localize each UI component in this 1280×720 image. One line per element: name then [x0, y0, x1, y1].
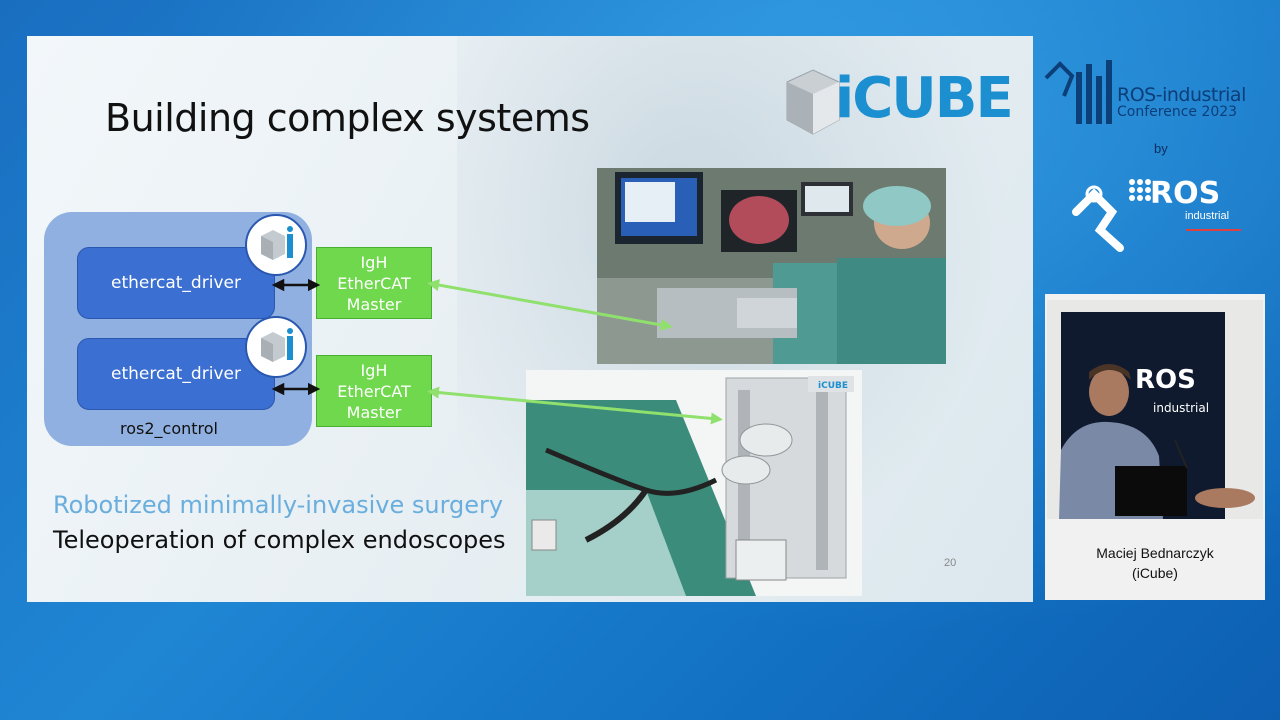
ros2-control-label: ros2_control	[120, 419, 218, 438]
driver-label: ethercat_driver	[111, 364, 241, 384]
speaker-organization: (iCube)	[1132, 565, 1178, 581]
ethercat-driver-box-2: ethercat_driver	[77, 338, 275, 410]
slide-title: Building complex systems	[105, 96, 590, 140]
subtitle-surgery: Robotized minimally-invasive surgery	[53, 491, 504, 519]
conference-title: ROS-industrial	[1117, 84, 1246, 106]
master-line-2: EtherCAT	[337, 381, 411, 401]
master-line-3: Master	[346, 294, 402, 314]
master-line-1: IgH	[360, 252, 388, 272]
speaker-video: ROS industrial	[1047, 300, 1263, 519]
endoscope-robot-photo: iCUBE	[526, 370, 862, 596]
master-photo-arrow-2	[427, 386, 723, 425]
master-photo-arrow-1	[427, 279, 673, 331]
speaker-name: Maciej Bednarczyk	[1096, 545, 1214, 561]
slide-number: 20	[944, 557, 957, 569]
ros-industrial-conference-logo	[1044, 60, 1112, 124]
igh-ethercat-master-box-2: IgH EtherCAT Master	[316, 355, 432, 427]
ros-logo-word: ROS	[1150, 176, 1221, 211]
conference-subtitle: Conference 2023	[1117, 104, 1238, 120]
icube-badge-icon	[245, 214, 307, 276]
photo-robot-label: iCUBE	[818, 381, 848, 391]
icube-logo	[786, 69, 840, 135]
driver-label: ethercat_driver	[111, 273, 241, 293]
speaker-backdrop-word: ROS	[1135, 365, 1196, 395]
by-label: by	[1154, 141, 1168, 156]
master-line-3: Master	[346, 402, 402, 422]
diagram-connectors	[271, 278, 723, 425]
operating-room-photo	[597, 168, 946, 364]
igh-ethercat-master-box-1: IgH EtherCAT Master	[316, 247, 432, 319]
master-line-1: IgH	[360, 360, 388, 380]
subtitle-teleoperation: Teleoperation of complex endoscopes	[53, 526, 506, 554]
master-line-2: EtherCAT	[337, 273, 411, 293]
icube-badge-icon	[245, 316, 307, 378]
ros-logo-subtitle: industrial	[1185, 210, 1230, 222]
icube-logo-text: iCUBE	[835, 66, 1014, 131]
presentation-slide: Building complex systems iCUBE ethercat_…	[27, 36, 1033, 602]
speaker-backdrop-subtitle: industrial	[1153, 401, 1209, 415]
ros-industrial-logo	[1072, 179, 1241, 252]
